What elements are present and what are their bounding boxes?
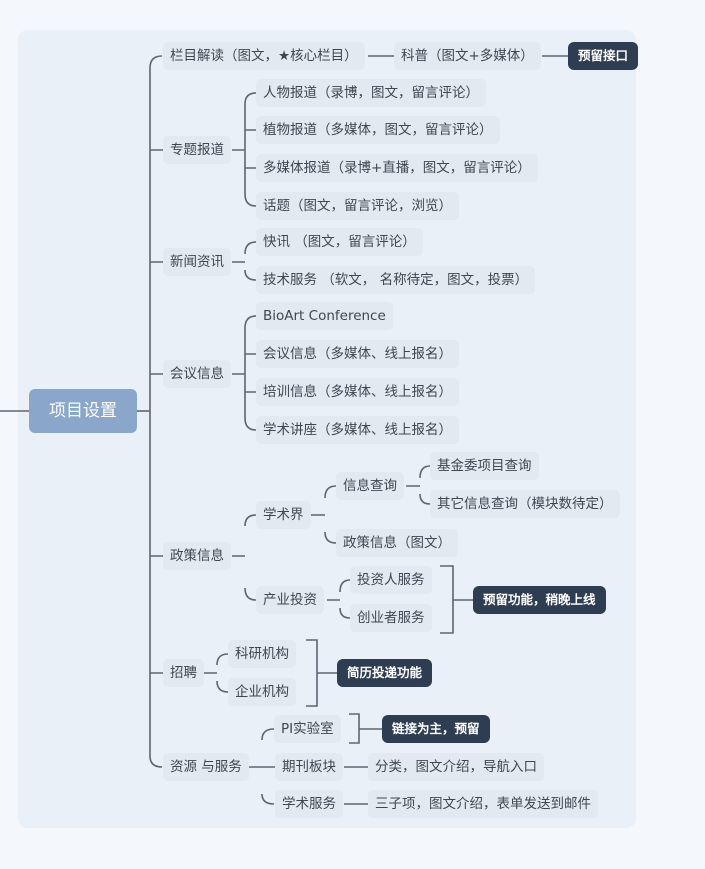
node-qita-chaxun[interactable]: 其它信息查询（模块数待定） [430,490,620,518]
node-chanye-touzi[interactable]: 产业投资 [256,586,324,614]
node-jishu-fuwu[interactable]: 技术服务 （软文， 名称待定，图文，投票） [256,266,536,294]
node-xueshu-desc[interactable]: 三子项，图文介绍，表单发送到邮件 [368,790,598,818]
node-touziren-fuwu[interactable]: 投资人服务 [350,566,432,594]
node-ziyuan-fuwu[interactable]: 资源 与服务 [163,753,249,781]
node-zhengce-xinxi-tuwen[interactable]: 政策信息（图文） [336,529,458,557]
node-kuaixun[interactable]: 快讯 （图文，留言评论） [256,228,423,256]
node-jijinwei-chaxun[interactable]: 基金委项目查询 [430,452,539,480]
node-bioart-conference[interactable]: BioArt Conference [256,302,393,330]
node-chuangyezhe-fuwu[interactable]: 创业者服务 [350,604,432,632]
node-peixun-xinxi[interactable]: 培训信息（多媒体、线上报名） [256,378,459,406]
node-renwu-baodao[interactable]: 人物报道（录博，图文，留言评论） [256,79,486,107]
root-node[interactable]: 项目设置 [29,389,137,433]
node-zhuanti[interactable]: 专题报道 [163,136,231,164]
tag-reserved-interface[interactable]: 预留接口 [568,42,639,70]
node-qikan-desc[interactable]: 分类，图文介绍，导航入口 [368,753,544,781]
node-lanmu-jiedu[interactable]: 栏目解读（图文，★核心栏目） [163,42,365,70]
tag-link-reserved[interactable]: 链接为主，预留 [382,715,490,743]
tag-resume-delivery[interactable]: 简历投递功能 [337,659,433,687]
node-qikan-bankuai[interactable]: 期刊板块 [275,753,343,781]
node-keyan-jigou[interactable]: 科研机构 [228,640,296,668]
tag-reserved-later[interactable]: 预留功能，稍晚上线 [473,586,606,614]
node-zhengce[interactable]: 政策信息 [163,542,231,570]
node-pi-lab[interactable]: PI实验室 [274,715,341,743]
node-xueshu-fuwu[interactable]: 学术服务 [275,790,343,818]
node-xueshujie[interactable]: 学术界 [256,501,311,529]
node-zhaopin[interactable]: 招聘 [163,659,204,687]
node-xinwen[interactable]: 新闻资讯 [163,248,231,276]
node-huati[interactable]: 话题（图文，留言评论，浏览） [256,192,459,220]
node-xueshu-jiangzuo[interactable]: 学术讲座（多媒体、线上报名） [256,416,459,444]
node-qiye-jigou[interactable]: 企业机构 [228,678,296,706]
node-huiyi-xinxi[interactable]: 会议信息（多媒体、线上报名） [256,340,459,368]
node-zhiwu-baodao[interactable]: 植物报道（多媒体，图文，留言评论） [256,116,500,144]
node-huiyi[interactable]: 会议信息 [163,360,231,388]
node-duomeiti-baodao[interactable]: 多媒体报道（录博+直播，图文，留言评论） [256,154,538,182]
node-xinxi-chaxun[interactable]: 信息查询 [336,472,404,500]
node-kepu[interactable]: 科普（图文+多媒体） [394,42,541,70]
